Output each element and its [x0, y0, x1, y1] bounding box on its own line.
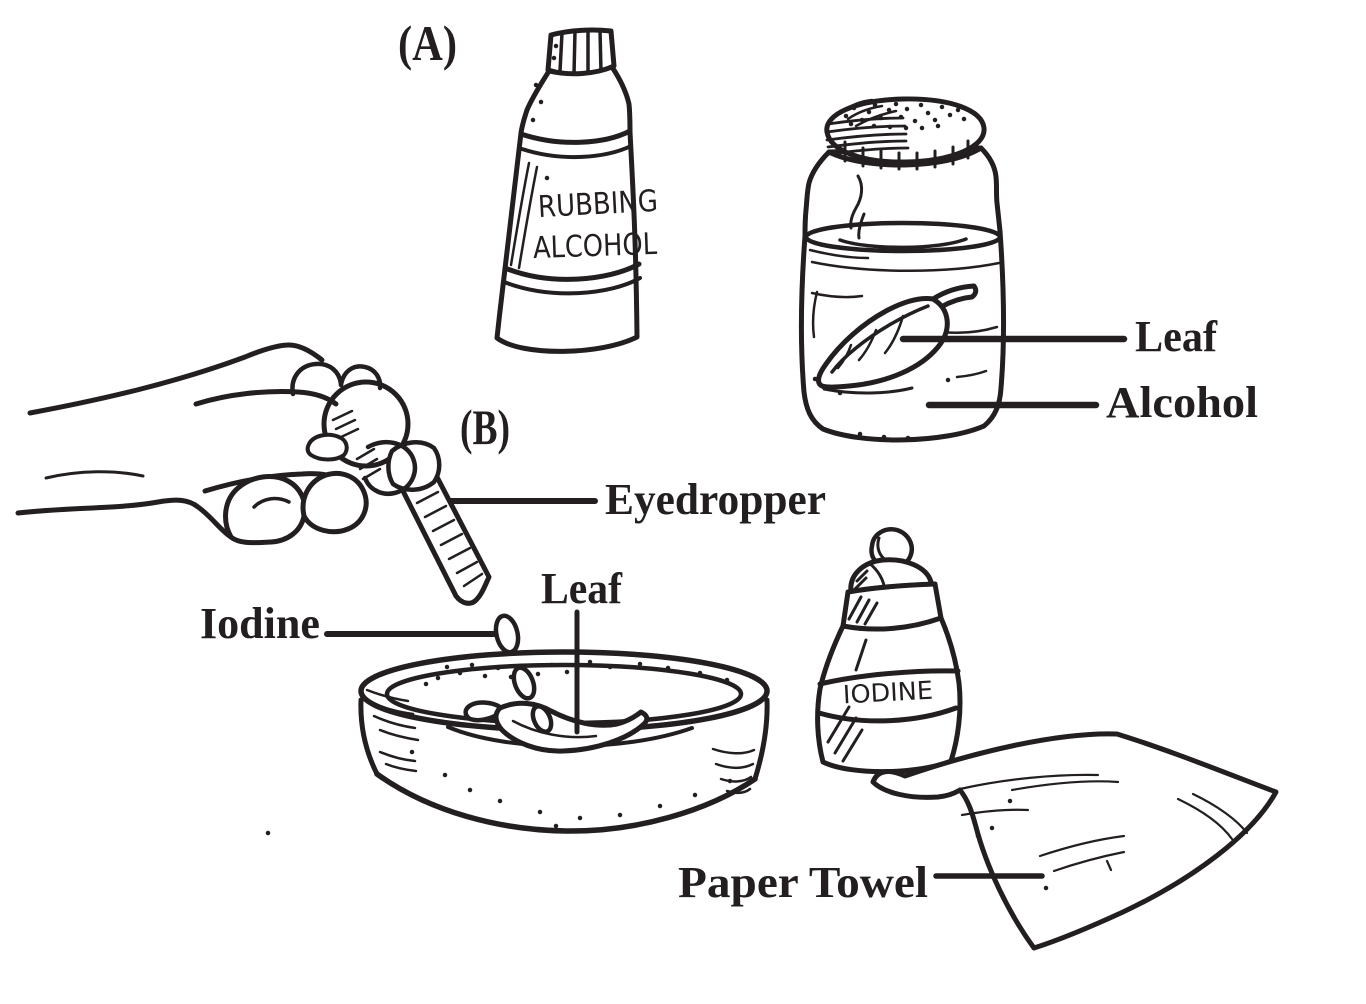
eyedropper-label: Eyedropper	[605, 475, 826, 524]
hand-bottom-contour	[15, 497, 234, 540]
bottle-label-text-line2: ALCOHOL	[532, 227, 657, 266]
thumbnail	[305, 432, 349, 462]
iodine-label: Iodine	[200, 599, 320, 648]
eyedropper-tube	[400, 472, 492, 606]
alcohol-jar	[798, 96, 1007, 443]
dish-leaf-stem	[463, 700, 503, 723]
section-b-label: (B)	[460, 399, 510, 455]
petri-dish	[358, 649, 770, 834]
paper-towel-sheet	[870, 731, 1279, 951]
section-a-label: (A)	[398, 15, 457, 71]
paper-towel-label: Paper Towel	[678, 858, 928, 907]
jar-leaf-label: Leaf	[1135, 312, 1218, 361]
dish-walls	[358, 697, 770, 782]
iodine-drop-3	[530, 703, 554, 735]
bottle-label-text-line1: RUBBING	[537, 184, 659, 225]
iodine-drop-2	[511, 665, 537, 701]
alcohol-surface	[803, 220, 1003, 254]
rubbing-alcohol-bottle: RUBBING ALCOHOL	[494, 27, 659, 354]
iodine-label-band-top	[817, 668, 961, 687]
dish-leaf-label: Leaf	[541, 564, 623, 613]
jar-lid	[824, 96, 987, 165]
hand-top-contour	[27, 342, 325, 416]
hand-with-eyedropper	[15, 342, 492, 606]
curled-finger-1	[223, 474, 308, 546]
iodine-bottle: IODINE	[815, 527, 963, 775]
iodine-drops	[493, 613, 554, 735]
fingertip	[362, 439, 418, 496]
iodine-label-band-bottom	[816, 705, 959, 724]
curled-finger-2	[300, 470, 369, 535]
dish-bottom	[374, 771, 758, 834]
alcohol-label: Alcohol	[1106, 378, 1258, 427]
paper-towel	[870, 731, 1279, 951]
iodine-bottle-text: IODINE	[842, 676, 933, 710]
jar-leaf-blade	[816, 296, 950, 390]
